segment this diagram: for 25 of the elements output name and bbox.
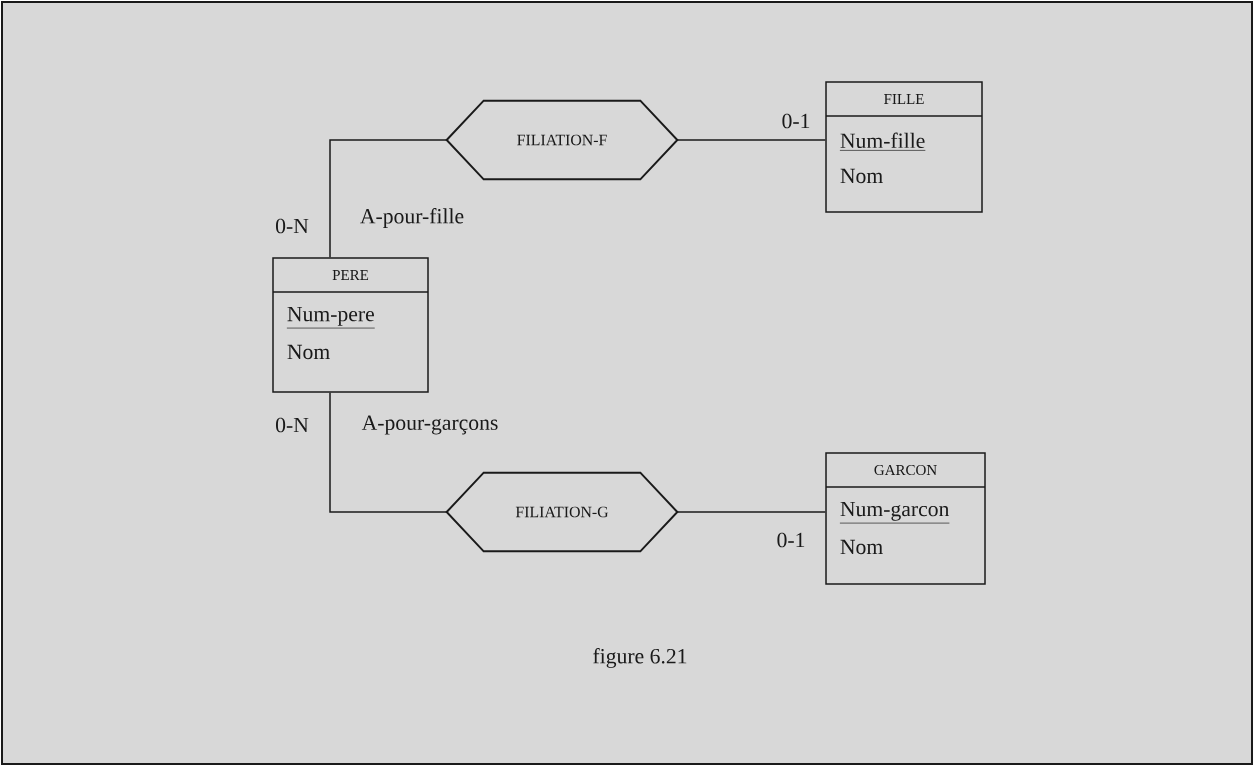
cardinality-label: 0-1 — [782, 113, 810, 129]
attribute: Nom — [287, 344, 330, 360]
relationship-hexagon: FILIATION-F — [445, 99, 679, 181]
connector-line — [329, 392, 448, 513]
role-label: A-pour-garçons — [359, 413, 501, 437]
cardinality-label: 0-1 — [777, 532, 805, 548]
attribute: Nom — [840, 168, 883, 184]
role-label: A-pour-fille — [358, 206, 466, 230]
entity-name: FILLE — [884, 94, 924, 104]
entity-box — [825, 81, 983, 213]
key-attribute: Num-pere — [286, 306, 376, 329]
entity-name: GARCON — [874, 464, 937, 476]
connector-line — [676, 511, 826, 513]
entity-box — [825, 452, 986, 585]
connector-line — [676, 139, 826, 141]
attribute: Nom — [840, 539, 883, 555]
connector-line — [329, 139, 448, 258]
relationship-hexagon: FILIATION-G — [445, 471, 679, 553]
key-attribute: Num-garcon — [839, 501, 950, 524]
key-attribute: Num-fille — [839, 132, 926, 151]
cardinality-label: 0-N — [276, 417, 309, 433]
entity-box — [272, 257, 429, 393]
cardinality-label: 0-N — [276, 218, 309, 234]
caption: figure 6.21 — [593, 648, 687, 668]
entity-name: PERE — [332, 270, 369, 280]
